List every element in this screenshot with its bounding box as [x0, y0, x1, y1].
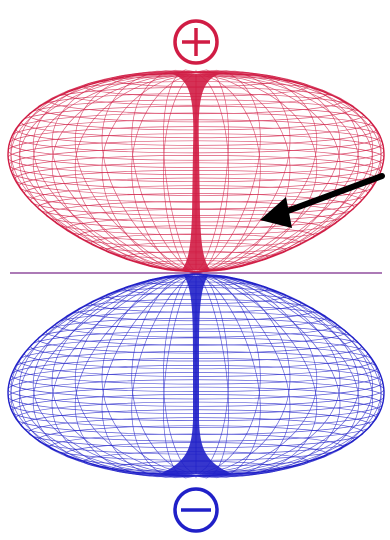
lobe-meridian-line	[196, 72, 260, 272]
lobe-meridian-line	[196, 274, 260, 476]
lobe-meridian-line	[132, 72, 196, 272]
lobe-meridian-line	[132, 274, 196, 476]
arrow-icon	[260, 176, 382, 228]
plus-in-circle-icon	[175, 21, 217, 63]
arrow-head	[260, 197, 292, 228]
minus-in-circle-icon	[175, 489, 217, 531]
